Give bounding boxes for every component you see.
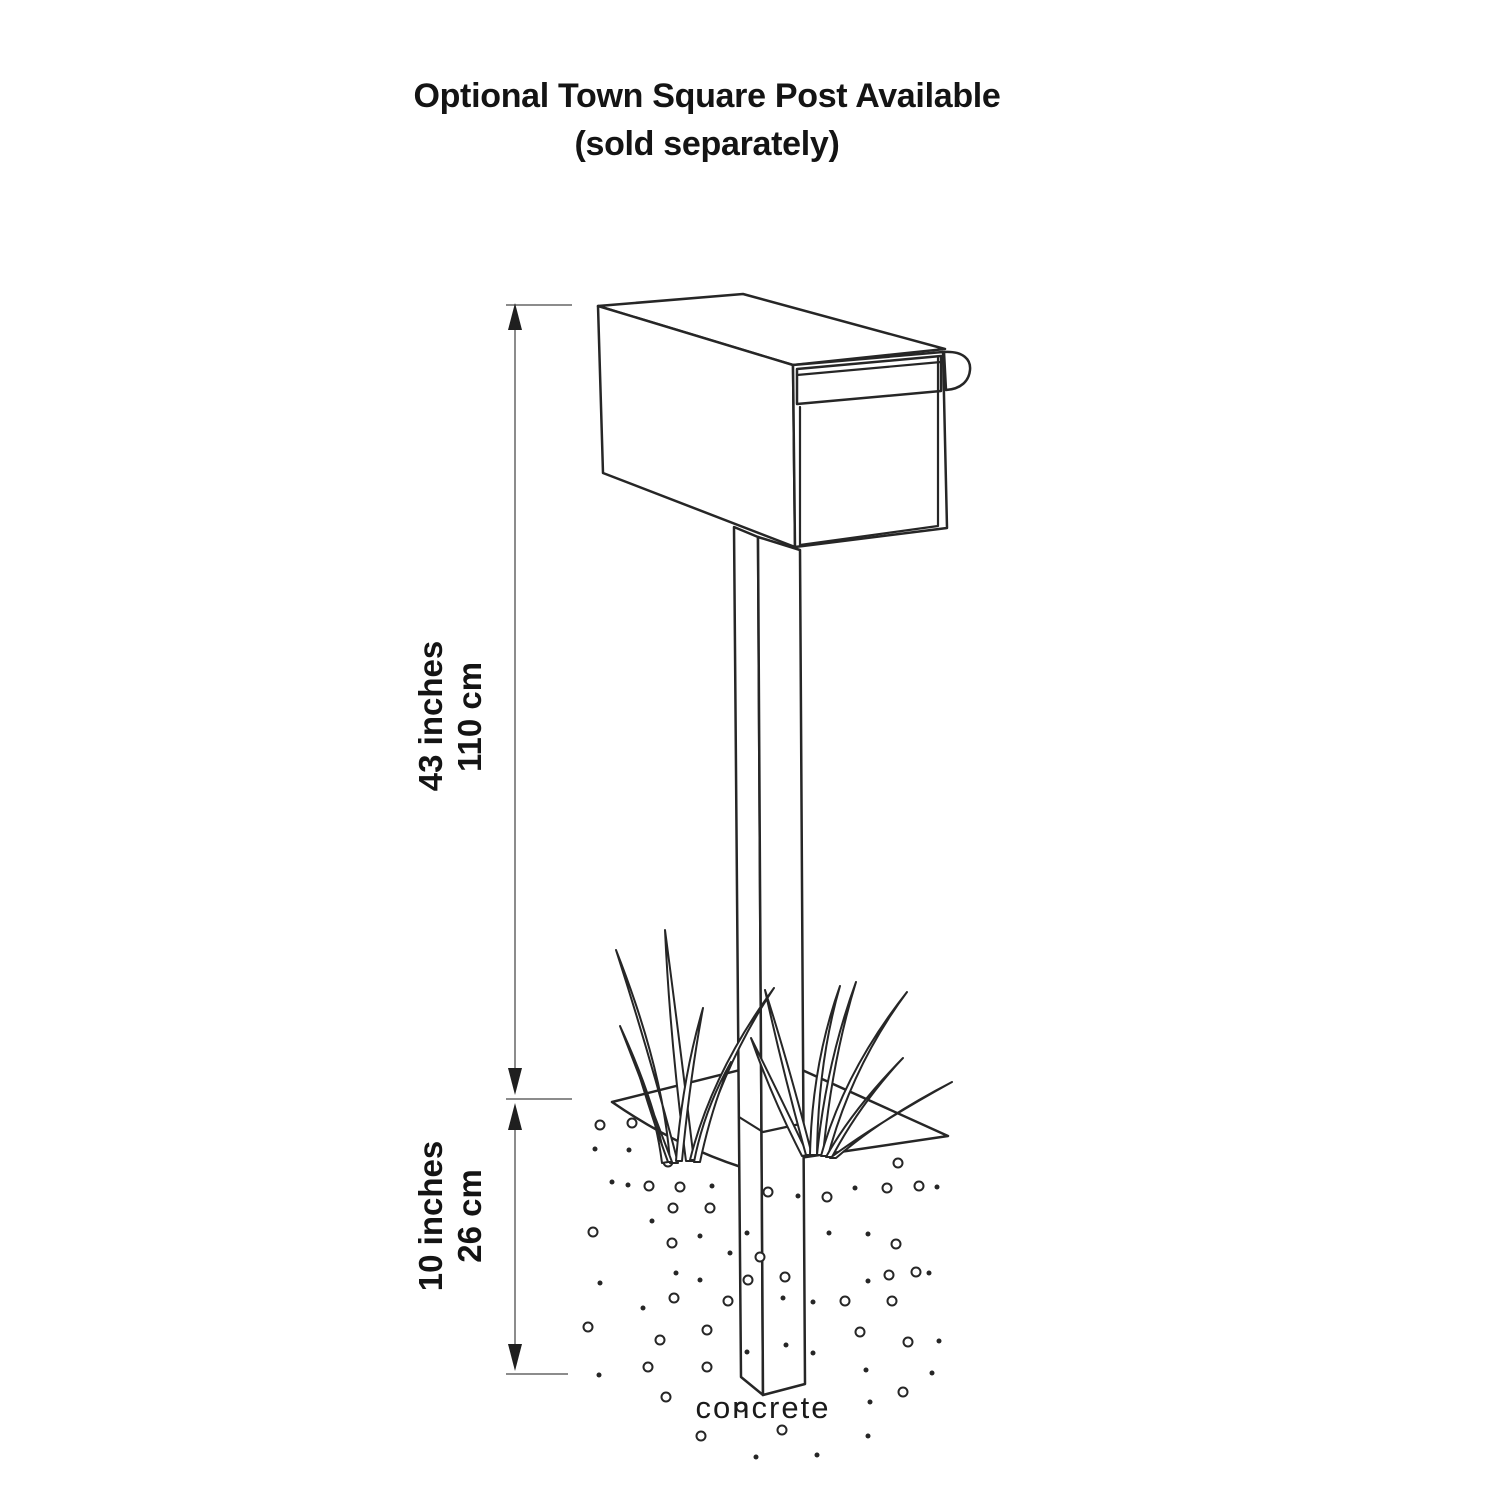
concrete-dot: [742, 1274, 754, 1286]
concrete-dot: [640, 1305, 646, 1311]
post: [732, 525, 807, 1397]
concrete-dot: [697, 1233, 703, 1239]
concrete-dot: [881, 1182, 893, 1194]
concrete-dot: [701, 1361, 713, 1373]
concrete-dot: [890, 1238, 902, 1250]
diagram-title: Optional Town Square Post Available (sol…: [0, 72, 1414, 168]
concrete-dot: [594, 1119, 606, 1131]
concrete-dot: [929, 1370, 935, 1376]
concrete-dot: [780, 1295, 786, 1301]
concrete-dot: [697, 1277, 703, 1283]
concrete-dot: [776, 1424, 788, 1436]
title-line-1: Optional Town Square Post Available: [413, 77, 1001, 115]
concrete-dot: [626, 1147, 632, 1153]
concrete-dot: [660, 1391, 672, 1403]
concrete-dots: [582, 1117, 942, 1460]
concrete-dot: [625, 1182, 631, 1188]
concrete-dot: [934, 1184, 940, 1190]
concrete-dot: [609, 1179, 615, 1185]
concrete-dot: [753, 1454, 759, 1460]
concrete-dot: [649, 1218, 655, 1224]
concrete-dot: [852, 1185, 858, 1191]
concrete-dot: [892, 1157, 904, 1169]
concrete-dot: [795, 1193, 801, 1199]
concrete-dot: [883, 1269, 895, 1281]
concrete-dot: [863, 1367, 869, 1373]
concrete-dot: [597, 1280, 603, 1286]
concrete-dot: [779, 1271, 791, 1283]
concrete-dot: [783, 1342, 789, 1348]
concrete-dot: [596, 1372, 602, 1378]
concrete-dot: [910, 1266, 922, 1278]
concrete-dot: [826, 1230, 832, 1236]
concrete-dot: [673, 1270, 679, 1276]
concrete-dot: [810, 1299, 816, 1305]
concrete-dot: [762, 1186, 774, 1198]
concrete-dot: [865, 1231, 871, 1237]
concrete-dot: [744, 1230, 750, 1236]
mailbox-flap: [795, 354, 943, 406]
concrete-dot: [936, 1338, 942, 1344]
concrete-dot: [666, 1237, 678, 1249]
concrete-dot: [744, 1349, 750, 1355]
concrete-dot: [642, 1361, 654, 1373]
concrete-dot: [865, 1433, 871, 1439]
concrete-dot: [643, 1180, 655, 1192]
concrete-dot: [913, 1180, 925, 1192]
concrete-dot: [709, 1183, 715, 1189]
concrete-dot: [727, 1250, 733, 1256]
concrete-dot: [854, 1326, 866, 1338]
concrete-dot: [668, 1292, 680, 1304]
concrete-dot: [695, 1430, 707, 1442]
concrete-dot: [735, 1401, 747, 1413]
concrete-dot: [839, 1295, 851, 1307]
concrete-dot: [821, 1191, 833, 1203]
title-line-2: (sold separately): [574, 125, 840, 163]
concrete-dot: [810, 1350, 816, 1356]
concrete-dot: [722, 1295, 734, 1307]
concrete-dot: [701, 1324, 713, 1336]
concrete-dot: [897, 1386, 909, 1398]
grass-right-tuft: [750, 981, 953, 1159]
mailbox: [596, 292, 972, 549]
concrete-dot: [865, 1278, 871, 1284]
concrete-dot: [626, 1117, 638, 1129]
concrete-dot: [592, 1146, 598, 1152]
concrete-dot: [867, 1399, 873, 1405]
concrete-dot: [902, 1336, 914, 1348]
concrete-dot: [754, 1251, 766, 1263]
concrete-dot: [704, 1202, 716, 1214]
concrete-dot: [582, 1321, 594, 1333]
concrete-dot: [674, 1181, 686, 1193]
grass-left-tuft: [615, 929, 775, 1164]
concrete-dot: [886, 1295, 898, 1307]
mailbox-door-frame: [798, 356, 940, 547]
concrete-dot: [654, 1334, 666, 1346]
concrete-dot: [587, 1226, 599, 1238]
concrete-dot: [926, 1270, 932, 1276]
concrete-dot: [667, 1202, 679, 1214]
concrete-dot: [814, 1452, 820, 1458]
mailbox-knob: [942, 350, 972, 392]
dimension-lines: [506, 303, 572, 1375]
